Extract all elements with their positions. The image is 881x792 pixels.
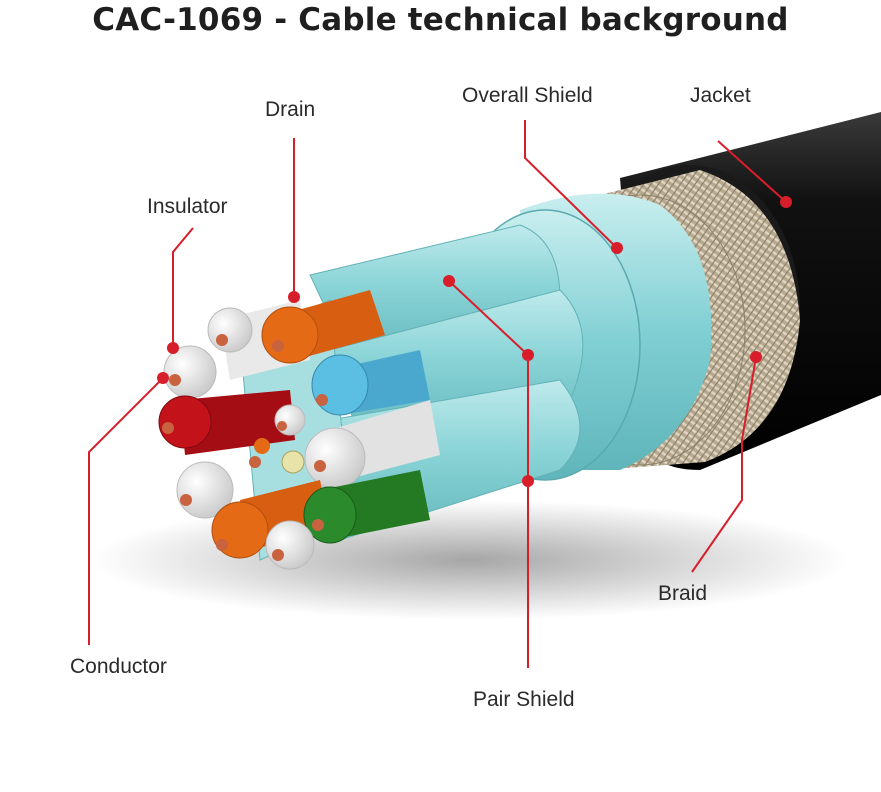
leader-jacket [717, 140, 787, 203]
dot-pair-shield-top [443, 275, 455, 287]
label-pair-shield: Pair Shield [473, 688, 575, 711]
leader-conductor [88, 377, 164, 645]
label-overall-shield: Overall Shield [462, 84, 593, 107]
dot-braid [750, 351, 762, 363]
dot-insulator [167, 342, 179, 354]
dot-drain [288, 291, 300, 303]
conductor-bundle [158, 290, 440, 570]
dot-jacket [780, 196, 792, 208]
label-insulator: Insulator [147, 195, 228, 218]
leader-overall-shield [524, 120, 618, 249]
leader-braid [691, 356, 757, 573]
label-conductor: Conductor [70, 655, 167, 678]
leader-insulator [172, 227, 194, 348]
leader-lines [88, 120, 787, 668]
label-braid: Braid [658, 582, 708, 605]
leader-dots [157, 196, 792, 487]
dot-pair-shield-mid [522, 349, 534, 361]
label-drain: Drain [265, 98, 316, 121]
dot-pair-shield-low [522, 475, 534, 487]
label-jacket: Jacket [690, 84, 751, 107]
diagram-title: CAC-1069 - Cable technical background [92, 2, 789, 38]
dot-conductor [157, 372, 169, 384]
dot-overall-shield [611, 242, 623, 254]
